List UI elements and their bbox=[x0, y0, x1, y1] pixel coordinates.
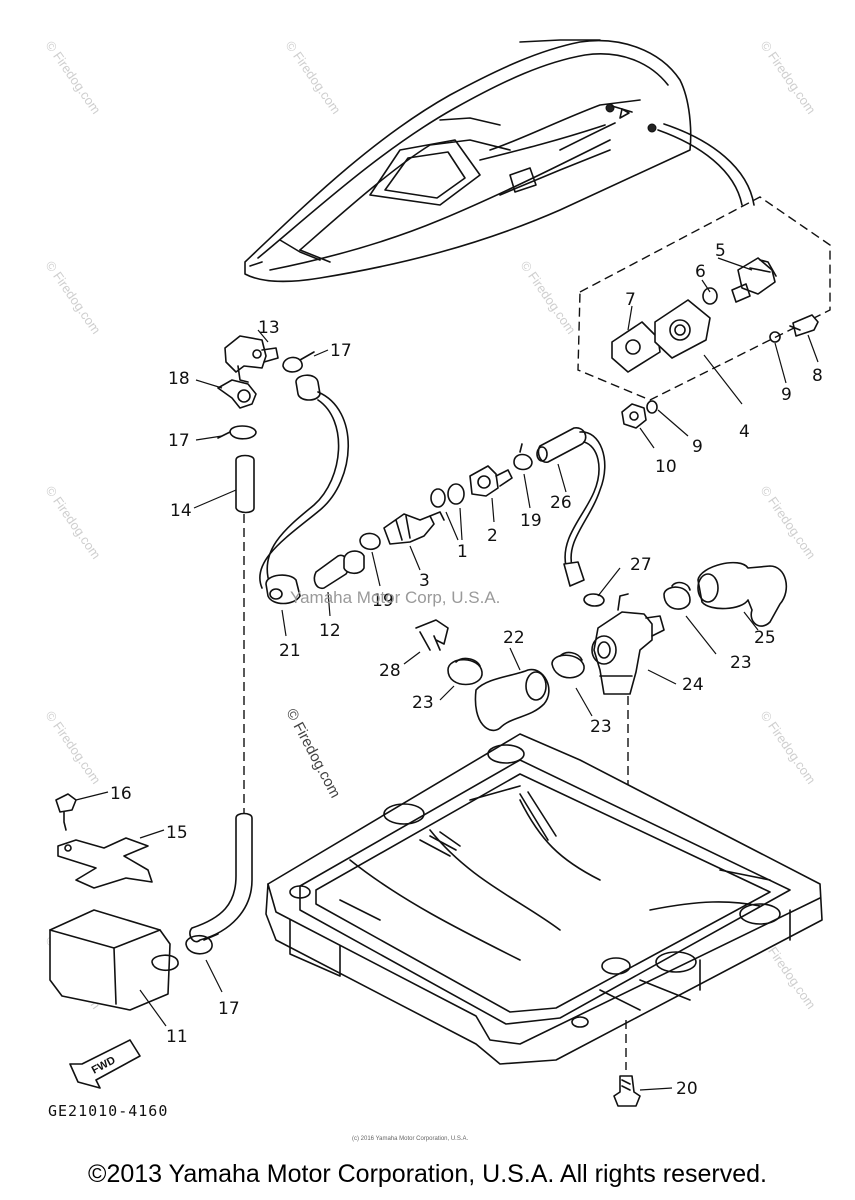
callout-9a: 9 bbox=[781, 385, 792, 405]
callout-23a: 23 bbox=[730, 653, 752, 673]
callout-1: 1 bbox=[457, 542, 468, 562]
callout-27: 27 bbox=[630, 555, 652, 575]
firedog-watermark: © Firedog.com bbox=[43, 708, 104, 787]
callout-8: 8 bbox=[812, 366, 823, 386]
callout-3: 3 bbox=[419, 571, 430, 591]
callout-19b: 19 bbox=[520, 511, 542, 531]
callout-24: 24 bbox=[682, 675, 704, 695]
callout-14: 14 bbox=[170, 501, 192, 521]
callout-4: 4 bbox=[739, 422, 750, 442]
callout-11: 11 bbox=[166, 1027, 188, 1047]
callout-18: 18 bbox=[168, 369, 190, 389]
callout-2: 2 bbox=[487, 526, 498, 546]
callout-23c: 23 bbox=[590, 717, 612, 737]
center-fitting-line bbox=[343, 427, 606, 587]
diagram-code: GE21010-4160 bbox=[48, 1102, 168, 1120]
callout-17c: 17 bbox=[218, 999, 240, 1019]
callout-17b: 17 bbox=[168, 431, 190, 451]
callout-13: 13 bbox=[258, 318, 280, 338]
callout-26: 26 bbox=[550, 493, 572, 513]
copyright-footer: ©2013 Yamaha Motor Corporation, U.S.A. A… bbox=[88, 1160, 767, 1188]
firedog-watermark: © Firedog.com bbox=[758, 708, 819, 787]
callout-10: 10 bbox=[655, 457, 677, 477]
firedog-watermark-center: © Firedog.com bbox=[282, 706, 343, 801]
callout-21: 21 bbox=[279, 641, 301, 661]
callout-16: 16 bbox=[110, 784, 132, 804]
small-credit: (c) 2016 Yamaha Motor Corporation, U.S.A… bbox=[352, 1136, 468, 1142]
firedog-watermark: © Firedog.com bbox=[43, 483, 104, 562]
yamaha-watermark: Yamaha Motor Corp, U.S.A. bbox=[290, 588, 500, 607]
callout-17a: 17 bbox=[330, 341, 352, 361]
callout-6: 6 bbox=[695, 262, 706, 282]
callout-25: 25 bbox=[754, 628, 776, 648]
callout-23b: 23 bbox=[412, 693, 434, 713]
callout-15: 15 bbox=[166, 823, 188, 843]
hull-deck bbox=[244, 39, 755, 283]
firedog-watermark: © Firedog.com bbox=[758, 38, 819, 117]
callout-labels: 1 2 3 4 5 6 7 8 9 9 10 11 12 13 14 15 16… bbox=[110, 241, 823, 1099]
callout-9b: 9 bbox=[692, 437, 703, 457]
callout-19a: 19 bbox=[372, 591, 394, 611]
firedog-watermark: © Firedog.com bbox=[43, 258, 104, 337]
lower-left-parts: FWD bbox=[49, 791, 253, 1089]
callout-12: 12 bbox=[319, 621, 341, 641]
engine-bed-frame bbox=[265, 733, 823, 1107]
callout-28: 28 bbox=[379, 661, 401, 681]
firedog-watermark: © Firedog.com bbox=[758, 483, 819, 562]
right-fitting-group bbox=[403, 561, 788, 968]
firedog-watermark: © Firedog.com bbox=[518, 258, 579, 337]
left-hose-assembly bbox=[193, 329, 350, 820]
firedog-watermark: © Firedog.com bbox=[43, 38, 104, 117]
detail-box bbox=[577, 196, 831, 405]
callout-20: 20 bbox=[676, 1079, 698, 1099]
callout-5: 5 bbox=[715, 241, 726, 261]
callout-22: 22 bbox=[503, 628, 525, 648]
nut-and-washer bbox=[621, 400, 689, 449]
firedog-watermark: © Firedog.com bbox=[283, 38, 344, 117]
callout-7: 7 bbox=[625, 290, 636, 310]
